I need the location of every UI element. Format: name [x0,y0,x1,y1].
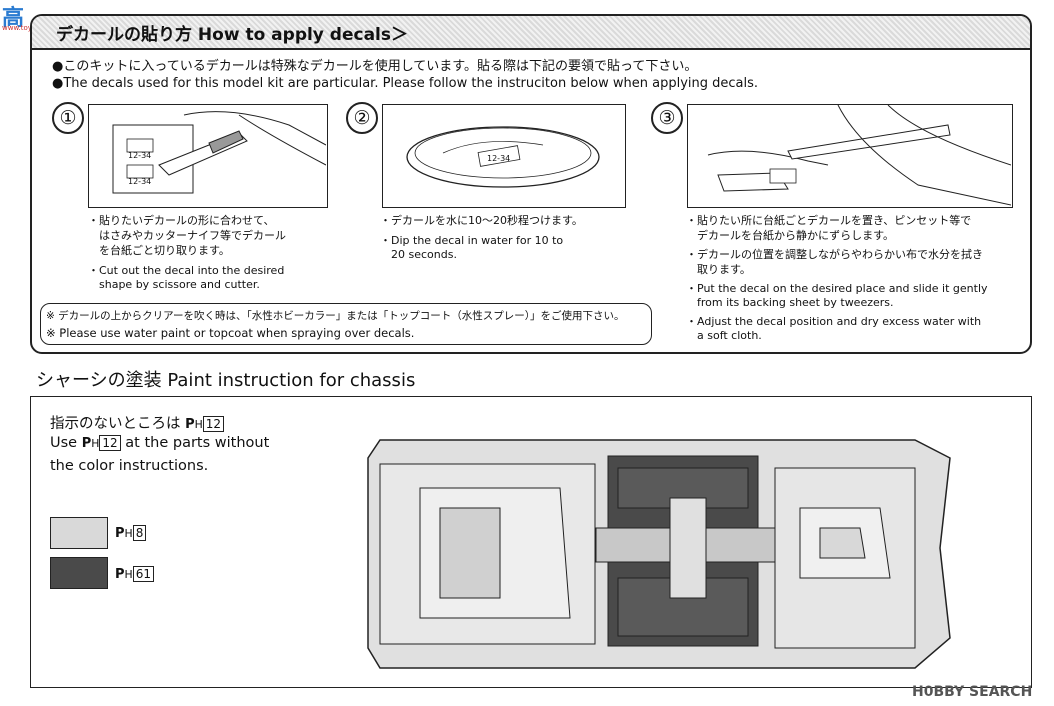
decal-title-bar [32,16,1030,50]
clear-coat-note-box [40,303,652,345]
watermark-domain: www.toy.com [2,24,49,32]
default-color-en-suffix: at the parts without [125,435,270,451]
step-1-line: shape by scissore and cutter. [88,278,260,291]
step-2-drawing [406,126,600,188]
step-1-sheet-label: 12-34 [128,177,152,186]
watermark-logo-char: 高 [2,6,25,31]
step-1-line: ・Cut out the decal into the desired [88,264,285,277]
step-1-line: はさみやカッターナイフ等でデカール [88,229,286,242]
step-1-line: ・貼りたいデカールの形に合わせて、 [88,214,275,227]
step-1-number: ① [52,102,84,134]
step-3-line: ・デカールの位置を調整しながらやわらかい布で水分を拭き [686,248,983,261]
step-2-line: ・Dip the decal in water for 10 to [380,234,564,247]
chassis-diagram [367,439,951,669]
step-3-line: a soft cloth. [686,329,762,342]
default-color-en-prefix: Use [50,435,78,451]
step-3-line: デカールを台紙から静かにずらします。 [686,229,895,242]
step-2-sheet-label: 12-34 [487,154,511,163]
paint-swatch-dark-gray [50,557,108,589]
step-2-number: ② [346,102,378,134]
paint-swatch-light-gray [50,517,108,549]
step-3-drawing [707,104,1012,206]
decal-intro-en: ●The decals used for this model kit are … [52,76,759,91]
step-3-line: 取ります。 [686,263,751,276]
watermark-bottom: H0BBY SEARCH [912,684,1033,700]
step-2-line: ・デカールを水に10〜20秒程つけます。 [380,214,583,227]
step-1-drawing [112,111,327,194]
step-3-line: ・Put the decal on the desired place and … [686,282,988,295]
step-3-line: from its backing sheet by tweezers. [686,296,894,309]
clear-coat-note-en: ※ Please use water paint or topcoat when… [46,326,415,340]
watermark-logo: 高 [2,0,24,32]
decal-title: デカールの貼り方 How to apply decals＞ [56,25,409,45]
decal-instructions-panel [30,14,1032,354]
step-1-illustration [88,104,328,208]
default-color-en-line2: the color instructions. [50,458,209,474]
chassis-heading: シャーシの塗装 Paint instruction for chassis [36,370,416,391]
decal-intro-ja: ●このキットに入っているデカールは特殊なデカールを使用しています。貼る際は下記の… [52,59,698,74]
clear-coat-note-ja: ※ デカールの上からクリアーを吹く時は、「水性ホビーカラー」または「トップコート… [46,310,625,322]
step-3-number: ③ [651,102,683,134]
step-3-line: ・貼りたい所に台紙ごとデカールを置き、ピンセット等で [686,214,972,227]
step-3-illustration [687,104,1013,208]
step-2-illustration [382,104,626,208]
step-2-line: 20 seconds. [380,248,457,261]
step-1-sheet-label: 12-34 [128,151,152,160]
default-color-ja-prefix: 指示のないところは [50,416,181,432]
step-1-line: を台紙ごと切り取ります。 [88,244,230,257]
chassis-panel [30,396,1032,688]
step-3-line: ・Adjust the decal position and dry exces… [686,315,982,328]
